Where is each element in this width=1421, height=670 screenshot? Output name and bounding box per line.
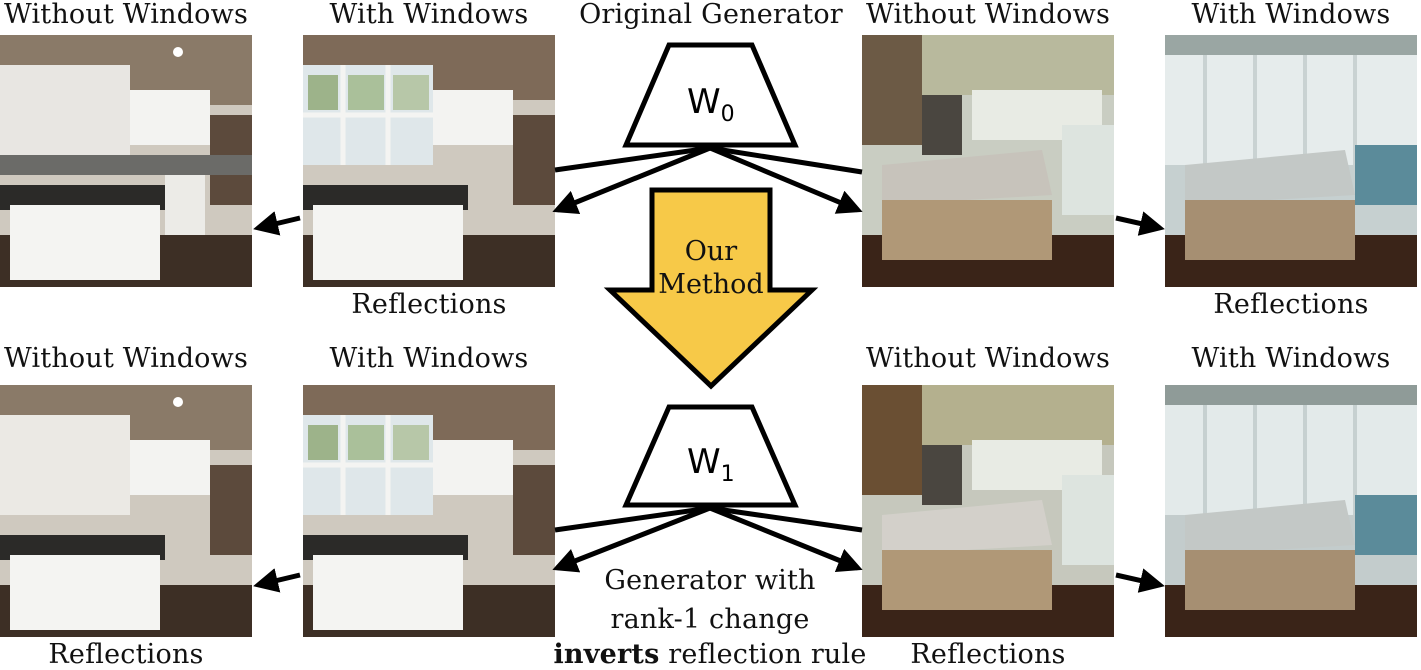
our-method-line2: Method [658, 269, 764, 300]
generator-w0-shape [622, 42, 799, 148]
inverts-rule-text: inverts reflection rule [540, 640, 880, 670]
white-kitchen-photo-icon-2 [0, 385, 252, 637]
white-kitchen-without-windows-bottom [0, 385, 252, 637]
reflections-label-top-right: Reflections [1213, 289, 1369, 320]
white-kitchen-with-windows-top [303, 35, 555, 287]
white-kitchen-without-windows-top [0, 35, 252, 287]
reflections-label-bottom-left: Reflections [48, 639, 204, 670]
caption-bottom-3: Without Windows [865, 343, 1111, 374]
wood-kitchen-without-windows-bottom [862, 385, 1114, 637]
reflection-rule-words: reflection rule [659, 639, 867, 670]
reflection-arrow-top-left [253, 211, 301, 236]
reflections-label-top-left: Reflections [351, 289, 507, 320]
wood-kitchen-photo-icon-2 [862, 385, 1114, 637]
wood-kitchen-with-windows-top [1165, 35, 1417, 287]
reflections-label-bottom-right: Reflections [910, 639, 1066, 670]
reflection-arrow-bottom-left [253, 568, 301, 593]
caption-top-1: Without Windows [3, 0, 249, 30]
generator-with-text: Generator with [604, 565, 816, 596]
our-method-line1: Our [684, 236, 738, 267]
w0-symbol: W [687, 82, 721, 122]
generator-w1-shape [622, 404, 799, 508]
generator-w1-label: W1 [687, 442, 735, 487]
w1-symbol: W [687, 442, 721, 482]
caption-bottom-2: With Windows [329, 343, 529, 374]
arrow-w1-to-left-image [552, 505, 711, 573]
wood-kitchen-photo-icon [862, 35, 1114, 287]
caption-top-3: Without Windows [865, 0, 1111, 30]
white-kitchen-windows-photo-icon-2 [303, 385, 555, 637]
caption-bottom-4: With Windows [1191, 343, 1391, 374]
caption-bottom-1: Without Windows [3, 343, 249, 374]
arrow-w1-to-right-image [709, 505, 863, 573]
reflection-arrow-top-right [1115, 211, 1165, 236]
reflection-arrow-bottom-right [1115, 568, 1165, 593]
arrow-w0-to-right-image [709, 145, 863, 214]
our-method-label: Our Method [641, 235, 781, 301]
generator-w0-label: W0 [687, 82, 735, 127]
our-method-arrow-icon [603, 187, 819, 390]
white-kitchen-with-windows-bottom [303, 385, 555, 637]
w0-subscript: 0 [721, 102, 735, 127]
caption-top-4: With Windows [1191, 0, 1391, 30]
arrow-w0-to-left-image [552, 145, 711, 215]
line-w0-right-stub [709, 145, 863, 175]
white-kitchen-windows-photo-icon [303, 35, 555, 287]
wood-kitchen-windows-photo-icon-2 [1165, 385, 1417, 637]
line-w0-left-stub [554, 145, 711, 173]
wood-kitchen-without-windows-top [862, 35, 1114, 287]
wood-kitchen-windows-photo-icon [1165, 35, 1417, 287]
inverts-bold-word: inverts [553, 639, 660, 670]
white-kitchen-photo-icon [0, 35, 252, 287]
caption-top-2: With Windows [329, 0, 529, 30]
rank-1-change-text: rank-1 change [610, 604, 810, 635]
caption-original-generator: Original Generator [579, 0, 843, 30]
line-w1-left-stub [554, 505, 711, 533]
line-w1-right-stub [709, 505, 863, 533]
w1-subscript: 1 [721, 462, 735, 487]
wood-kitchen-with-windows-bottom [1165, 385, 1417, 637]
